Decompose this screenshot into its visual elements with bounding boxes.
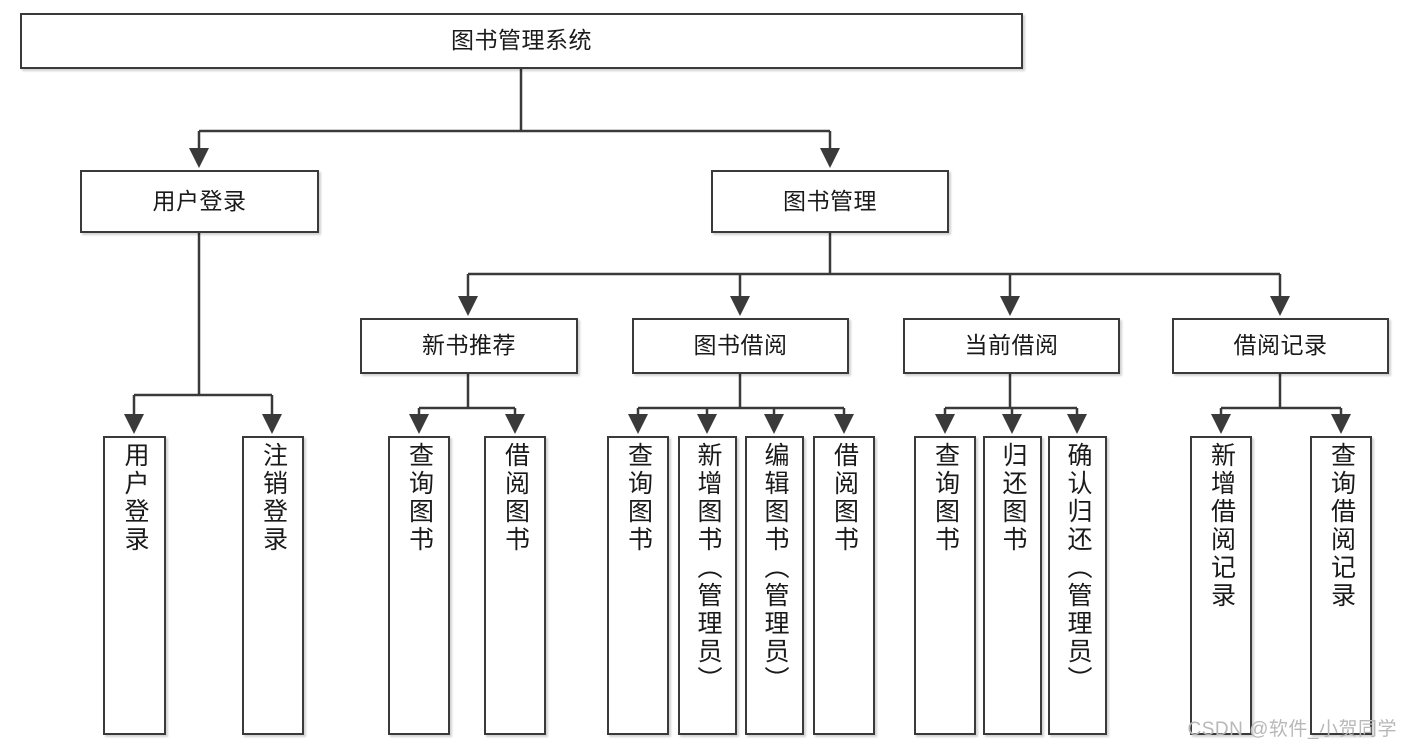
leaf-node-label: 新增图书（管理员） — [694, 442, 722, 694]
leaf-node-label: 用户登录 — [121, 442, 149, 554]
node-root[interactable]: 图书管理系统 — [20, 13, 1023, 69]
node-new-book-recommend-label: 新书推荐 — [422, 332, 516, 359]
leaf-node[interactable]: 借阅图书 — [813, 436, 875, 735]
leaf-node-label: 查询图书 — [931, 442, 960, 554]
leaf-node-label: 借阅图书 — [830, 442, 859, 554]
leaf-node[interactable]: 查询借阅记录 — [1310, 436, 1372, 735]
node-borrow-record-label: 借阅记录 — [1233, 332, 1328, 359]
leaf-node[interactable]: 确认归还（管理员） — [1048, 436, 1107, 735]
node-book-management[interactable]: 图书管理 — [711, 170, 949, 233]
leaf-node[interactable]: 用户登录 — [103, 436, 166, 735]
node-book-borrow[interactable]: 图书借阅 — [632, 318, 849, 374]
leaf-node-label: 借阅图书 — [501, 442, 530, 554]
leaf-node-label: 注销登录 — [259, 442, 288, 554]
leaf-node[interactable]: 查询图书 — [607, 436, 669, 735]
csdn-watermark: CSDN @软件_小贺同学 — [1187, 719, 1397, 740]
leaf-node[interactable]: 查询图书 — [388, 436, 450, 735]
leaf-node-label: 查询借阅记录 — [1327, 442, 1356, 610]
node-new-book-recommend[interactable]: 新书推荐 — [360, 318, 578, 374]
leaf-node[interactable]: 新增借阅记录 — [1190, 436, 1252, 735]
node-book-management-label: 图书管理 — [783, 187, 877, 214]
leaf-node-label: 确认归还（管理员） — [1064, 442, 1092, 694]
leaf-node[interactable]: 查询图书 — [914, 436, 976, 735]
node-current-borrow-label: 当前借阅 — [964, 332, 1059, 359]
leaf-node-label: 查询图书 — [624, 442, 653, 554]
node-borrow-record[interactable]: 借阅记录 — [1172, 318, 1389, 374]
node-root-label: 图书管理系统 — [451, 27, 592, 54]
node-book-borrow-label: 图书借阅 — [693, 332, 788, 359]
leaf-node-label: 查询图书 — [405, 442, 434, 554]
node-user-login[interactable]: 用户登录 — [80, 170, 319, 233]
leaf-node[interactable]: 注销登录 — [242, 436, 304, 735]
leaf-node[interactable]: 新增图书（管理员） — [678, 436, 737, 735]
leaf-node-label: 编辑图书（管理员） — [761, 442, 789, 694]
node-user-login-label: 用户登录 — [152, 187, 247, 214]
leaf-node-label: 新增借阅记录 — [1207, 442, 1236, 610]
node-current-borrow[interactable]: 当前借阅 — [903, 318, 1120, 374]
leaf-node-label: 归还图书 — [999, 442, 1027, 554]
leaf-node[interactable]: 借阅图书 — [484, 436, 546, 735]
leaf-node[interactable]: 编辑图书（管理员） — [745, 436, 804, 735]
leaf-node[interactable]: 归还图书 — [983, 436, 1042, 735]
